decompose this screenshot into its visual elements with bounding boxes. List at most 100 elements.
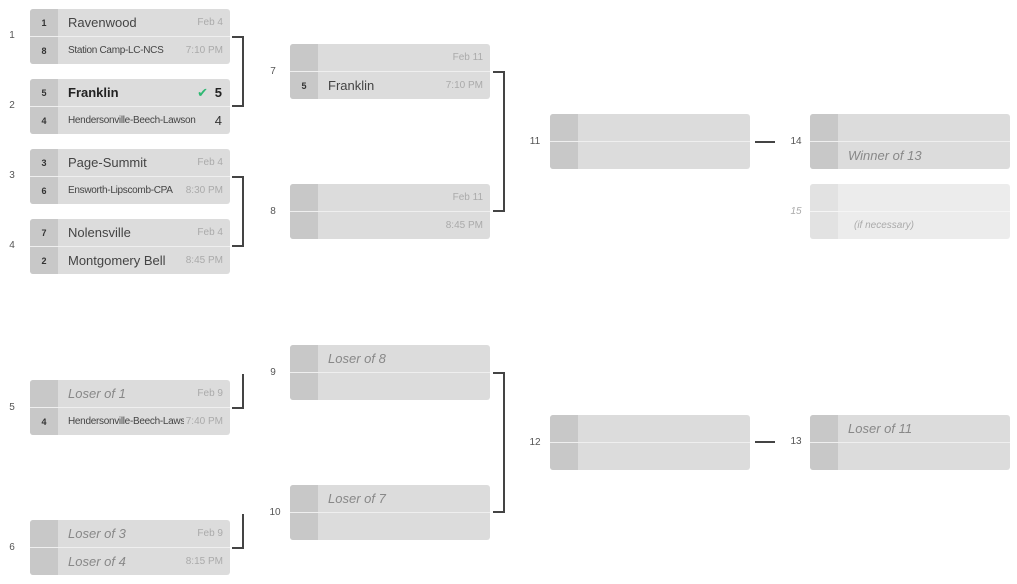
game-3[interactable]: 3 Page-Summit Feb 4 6 Ensworth-Lipscomb-…: [30, 149, 230, 204]
game-number-12: 12: [529, 437, 541, 448]
team-name: Nolensville: [68, 225, 131, 240]
connector-line: [755, 141, 775, 143]
team-name: [588, 142, 700, 169]
seed: [810, 184, 838, 211]
game-4-top-slot[interactable]: 7 Nolensville Feb 4: [30, 219, 230, 246]
connector-line: [232, 36, 244, 38]
game-date: Feb 11: [450, 184, 483, 211]
game-8[interactable]: Feb 11 8:45 PM: [290, 184, 490, 239]
team-name: [328, 212, 440, 239]
seed: [810, 212, 838, 239]
team-name: [328, 513, 440, 540]
connector-line: [242, 176, 244, 247]
team-name: Page-Summit: [68, 155, 147, 170]
connector-line: [493, 210, 505, 212]
game-4-bottom-slot[interactable]: 2 Montgomery Bell 8:45 PM: [30, 246, 230, 274]
team-name: Franklin: [328, 78, 375, 93]
game-7[interactable]: Feb 11 5 Franklin 7:10 PM: [290, 44, 490, 99]
connector-line: [493, 511, 505, 513]
game-6-bottom-slot[interactable]: Loser of 4 8:15 PM: [30, 547, 230, 575]
game-9-bottom-slot[interactable]: [290, 372, 490, 400]
game-3-top-slot[interactable]: 3 Page-Summit Feb 4: [30, 149, 230, 176]
game-15-top-slot[interactable]: [810, 184, 1010, 211]
game-number-5: 5: [9, 402, 15, 413]
game-10[interactable]: Loser of 7: [290, 485, 490, 540]
game-9[interactable]: Loser of 8: [290, 345, 490, 400]
connector-line: [232, 407, 244, 409]
game-3-bottom-slot[interactable]: 6 Ensworth-Lipscomb-CPA 8:30 PM: [30, 176, 230, 204]
team-name: [588, 415, 700, 442]
game-time: 7:40 PM: [183, 408, 223, 435]
seed: [550, 142, 578, 169]
team-name: [848, 184, 960, 211]
game-date: Feb 4: [195, 219, 223, 246]
team-name: Ravenwood: [68, 15, 137, 30]
game-number-14: 14: [790, 136, 802, 147]
game-number-6: 6: [9, 542, 15, 553]
game-date: Feb 11: [450, 44, 483, 71]
game-11-top-slot[interactable]: [550, 114, 750, 141]
game-12-bottom-slot[interactable]: [550, 442, 750, 470]
game-1-top-slot[interactable]: 1 Ravenwood Feb 4: [30, 9, 230, 36]
seed: [30, 520, 58, 547]
seed: [290, 345, 318, 372]
game-8-top-slot[interactable]: Feb 11: [290, 184, 490, 211]
team-name: [588, 443, 700, 470]
team-name: Loser of 7: [328, 491, 386, 506]
game-9-top-slot[interactable]: Loser of 8: [290, 345, 490, 372]
game-6[interactable]: Loser of 3 Feb 9 Loser of 4 8:15 PM: [30, 520, 230, 575]
game-7-bottom-slot[interactable]: 5 Franklin 7:10 PM: [290, 71, 490, 99]
game-13[interactable]: Loser of 11: [810, 415, 1010, 470]
game-13-top-slot[interactable]: Loser of 11: [810, 415, 1010, 442]
game-13-bottom-slot[interactable]: [810, 442, 1010, 470]
game-11-bottom-slot[interactable]: [550, 141, 750, 169]
game-14-bottom-slot[interactable]: Winner of 13: [810, 141, 1010, 169]
game-12[interactable]: [550, 415, 750, 470]
team-name: Loser of 8: [328, 351, 386, 366]
seed: 3: [30, 149, 58, 176]
game-4[interactable]: 7 Nolensville Feb 4 2 Montgomery Bell 8:…: [30, 219, 230, 274]
game-number-3: 3: [9, 170, 15, 181]
game-date: Feb 4: [195, 149, 223, 176]
game-1[interactable]: 1 Ravenwood Feb 4 8 Station Camp-LC-NCS …: [30, 9, 230, 64]
game-14[interactable]: Winner of 13: [810, 114, 1010, 169]
game-7-top-slot[interactable]: Feb 11: [290, 44, 490, 71]
game-10-top-slot[interactable]: Loser of 7: [290, 485, 490, 512]
connector-line: [242, 514, 244, 549]
game-5-bottom-slot[interactable]: 4 Hendersonville-Beech-Lawson 7:40 PM: [30, 407, 230, 435]
game-number-13: 13: [790, 436, 802, 447]
connector-line: [503, 71, 505, 212]
game-2[interactable]: 5 Franklin ✔ 5 4 Hendersonville-Beech-La…: [30, 79, 230, 134]
game-5-top-slot[interactable]: Loser of 1 Feb 9: [30, 380, 230, 407]
game-15-bottom-slot[interactable]: (if necessary): [810, 211, 1010, 239]
team-name: (if necessary): [854, 220, 915, 231]
game-6-top-slot[interactable]: Loser of 3 Feb 9: [30, 520, 230, 547]
game-2-top-slot[interactable]: 5 Franklin ✔ 5: [30, 79, 230, 106]
team-name: Franklin: [68, 85, 119, 100]
game-11[interactable]: [550, 114, 750, 169]
game-5[interactable]: Loser of 1 Feb 9 4 Hendersonville-Beech-…: [30, 380, 230, 435]
game-14-top-slot[interactable]: [810, 114, 1010, 141]
game-time: 8:45 PM: [183, 247, 223, 274]
team-name: [328, 184, 440, 211]
team-name: Loser of 11: [848, 421, 913, 436]
seed: 7: [30, 219, 58, 246]
game-15[interactable]: (if necessary): [810, 184, 1010, 239]
game-2-bottom-slot[interactable]: 4 Hendersonville-Beech-Lawson 4: [30, 106, 230, 134]
game-8-bottom-slot[interactable]: 8:45 PM: [290, 211, 490, 239]
seed: [550, 114, 578, 141]
seed: 5: [290, 72, 318, 99]
game-12-top-slot[interactable]: [550, 415, 750, 442]
game-10-bottom-slot[interactable]: [290, 512, 490, 540]
game-number-8: 8: [270, 206, 276, 217]
connector-line: [232, 176, 244, 178]
game-time: 8:15 PM: [183, 548, 223, 575]
game-number-15: 15: [790, 206, 802, 217]
team-name: Station Camp-LC-NCS: [68, 45, 164, 56]
seed: 5: [30, 79, 58, 106]
game-number-10: 10: [269, 507, 281, 518]
game-1-bottom-slot[interactable]: 8 Station Camp-LC-NCS 7:10 PM: [30, 36, 230, 64]
game-number-7: 7: [270, 66, 276, 77]
seed: [810, 443, 838, 470]
score: 4: [214, 113, 222, 128]
